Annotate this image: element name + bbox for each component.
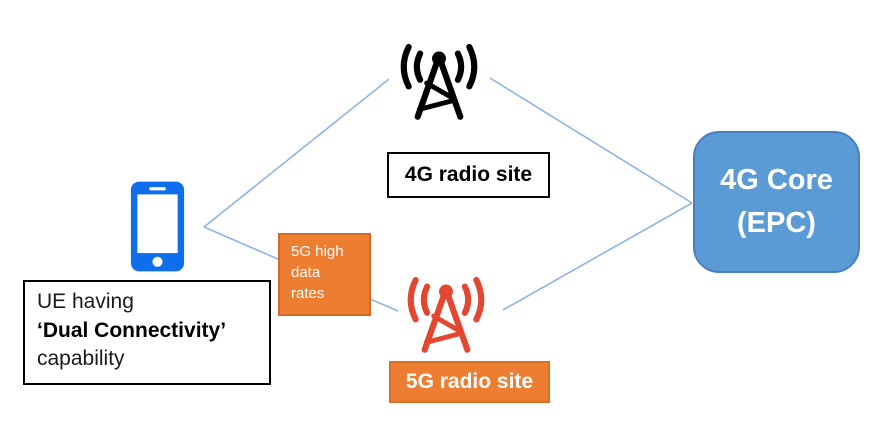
core-box-line1: 4G Core [720,164,833,196]
smartphone-icon [130,179,185,279]
ue-description-line3: capability [37,347,125,370]
connector-ue-to-4g-site [203,78,390,228]
ue-description-line2: ‘Dual Connectivity’ [37,318,227,342]
4g-radio-site-text: 4G radio site [404,163,533,186]
link-label-line1: 5G high [291,243,344,260]
radio-tower-4g-icon [398,33,480,130]
connector-5g-site-to-core [502,202,693,311]
5g-radio-site-label: 5G radio site [389,361,550,403]
ue-description-box: UE having ‘Dual Connectivity’ capability [23,280,271,385]
5g-radio-site-text: 5G radio site [405,370,534,393]
core-box-line2: (EPC) [737,207,816,239]
4g-core-epc-box: 4G Core (EPC) [693,131,860,273]
connector-4g-site-to-core [489,77,693,204]
radio-tower-5g-icon [405,266,487,363]
ue-description-line1: UE having [37,290,134,313]
5g-high-data-rates-label: 5G high data rates [278,233,371,316]
link-label-line2: data [291,264,321,281]
4g-radio-site-label: 4G radio site [387,152,550,198]
link-label-line3: rates [291,285,325,302]
